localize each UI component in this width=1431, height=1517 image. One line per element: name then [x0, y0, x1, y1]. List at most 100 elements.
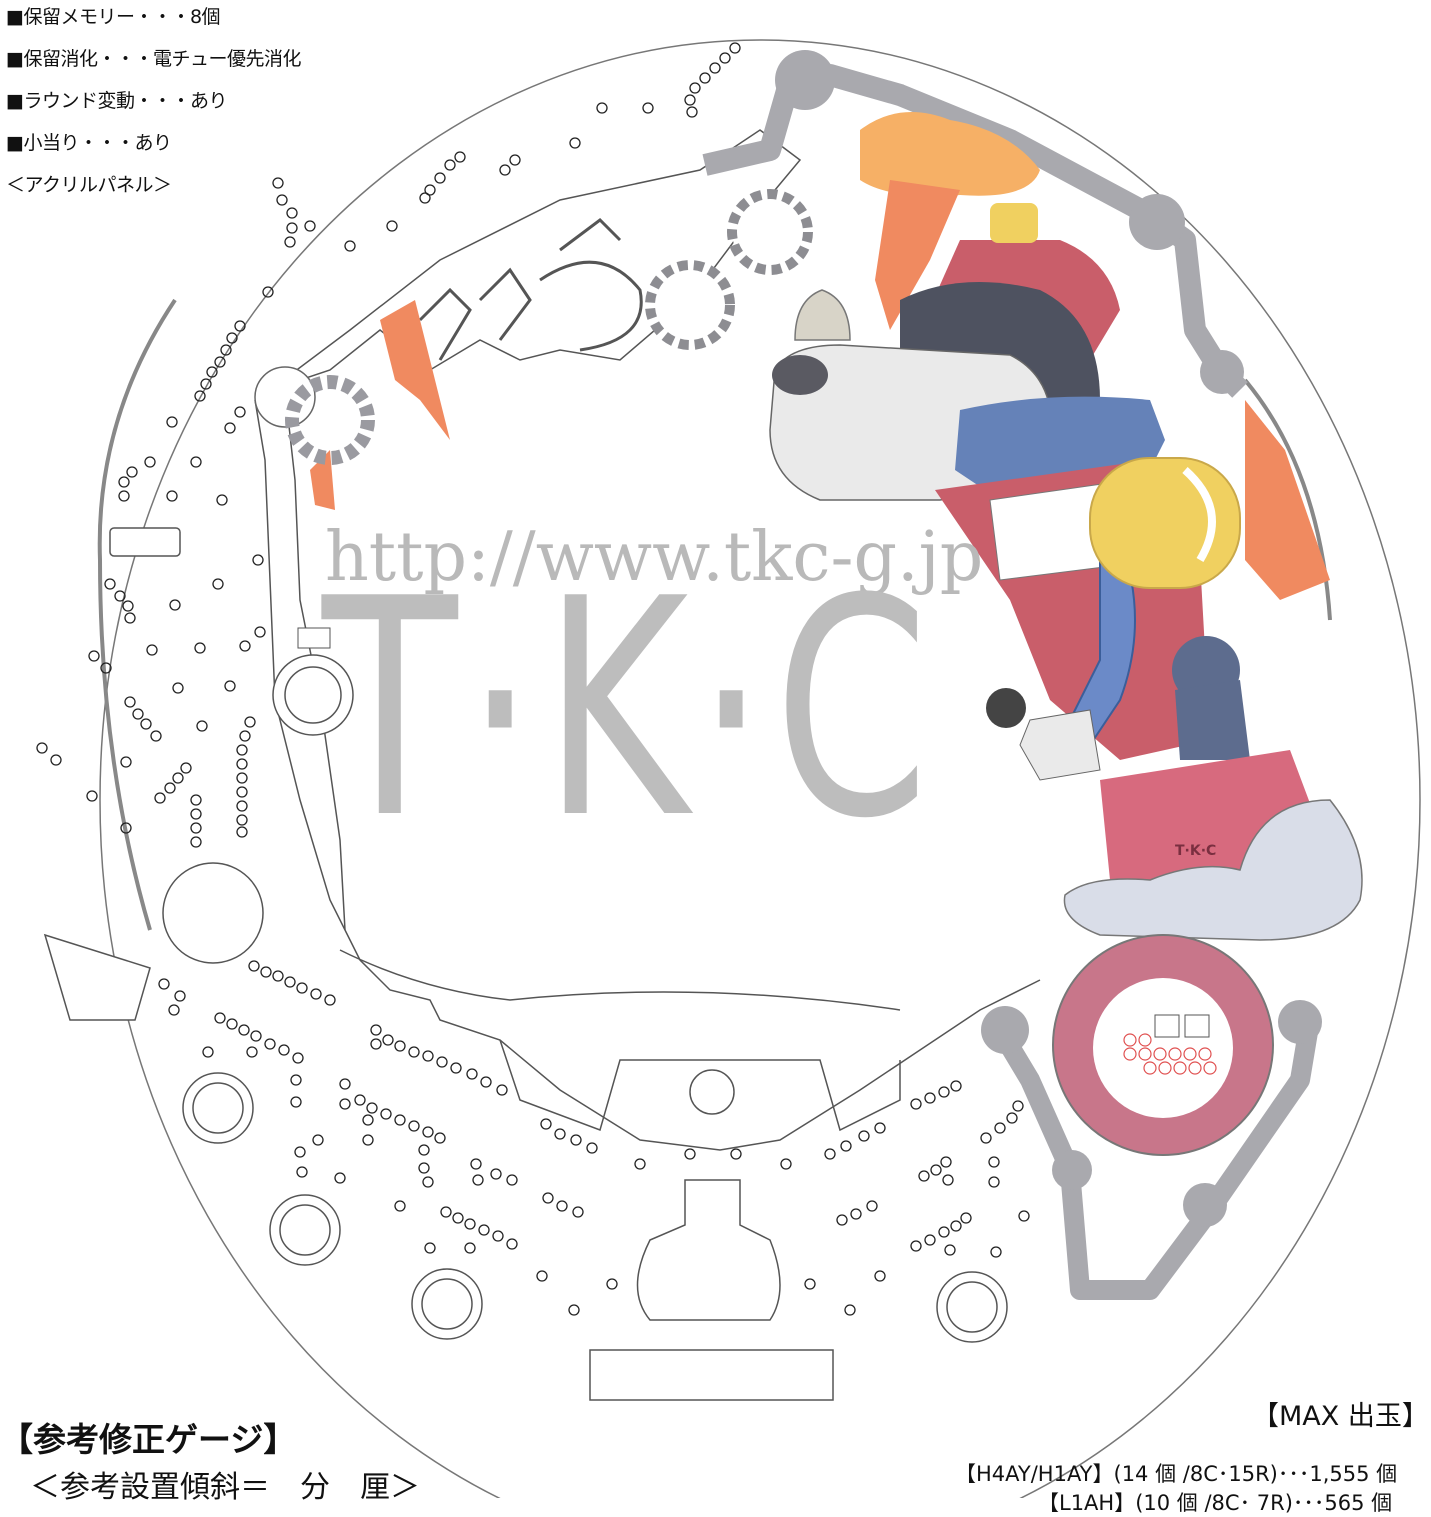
nail — [394, 1040, 406, 1052]
nail — [824, 1148, 836, 1160]
nail — [172, 772, 184, 784]
reference-tilt-note: ＜参考設置傾斜＝ 分 厘＞ — [30, 1470, 420, 1505]
nail — [950, 1220, 962, 1232]
nail — [284, 236, 296, 248]
nail — [214, 356, 226, 368]
nail — [224, 422, 236, 434]
nail — [419, 192, 431, 204]
payout-line-h4ay: 【H4AY/H1AY】(14 個 /8C･15R)･･･1,555 個 — [955, 1462, 1398, 1486]
nail — [394, 1200, 406, 1212]
center-start-pocket — [636, 1179, 781, 1321]
nail — [164, 782, 176, 794]
nail — [224, 680, 236, 692]
outer-rail-right — [1243, 378, 1332, 621]
nail — [509, 154, 521, 166]
nail — [634, 1158, 646, 1170]
nail — [104, 578, 116, 590]
logo-letters — [418, 218, 643, 361]
nail — [236, 786, 248, 798]
nail — [942, 1174, 954, 1186]
nail — [174, 990, 186, 1002]
nail — [950, 1080, 962, 1092]
nail — [434, 1132, 446, 1144]
nail — [450, 1062, 462, 1074]
nail — [220, 344, 232, 356]
nail — [366, 1102, 378, 1114]
nail — [166, 490, 178, 502]
nail — [190, 836, 202, 848]
nail — [586, 1142, 598, 1154]
nail — [284, 976, 296, 988]
nail — [286, 222, 298, 234]
nail — [418, 1162, 430, 1174]
nail — [866, 1200, 878, 1212]
nail — [166, 416, 178, 428]
nail — [596, 102, 608, 114]
payout-line-l1ah: 【L1AH】(10 個 /8C･ 7R)･･･565 個 — [1038, 1491, 1393, 1515]
nail — [470, 1158, 482, 1170]
nail — [190, 794, 202, 806]
start-pocket — [272, 627, 354, 736]
nail — [850, 1208, 862, 1220]
nail — [540, 1118, 552, 1130]
nail — [960, 1212, 972, 1224]
nail — [480, 1076, 492, 1088]
nail — [172, 682, 184, 694]
nail — [454, 151, 466, 163]
nail — [394, 1114, 406, 1126]
top-rail — [702, 64, 1248, 398]
nail — [988, 1156, 1000, 1168]
nail — [252, 554, 264, 566]
bell-icon — [794, 289, 851, 341]
outer-rail-left — [97, 298, 177, 931]
nail — [930, 1164, 942, 1176]
nail — [924, 1092, 936, 1104]
nail — [236, 772, 248, 784]
nail — [570, 1134, 582, 1146]
nail — [254, 626, 266, 638]
nail — [910, 1098, 922, 1110]
nail — [154, 792, 166, 804]
nail — [386, 220, 398, 232]
nail — [168, 1004, 180, 1016]
nail — [200, 378, 212, 390]
character-cloud — [1063, 799, 1363, 941]
nail — [236, 826, 248, 838]
nail — [436, 1056, 448, 1068]
watermark-logo: T·K·C — [322, 535, 937, 884]
nail — [408, 1046, 420, 1058]
nail — [729, 42, 741, 54]
nail — [344, 240, 356, 252]
nail — [312, 1134, 324, 1146]
bottom-channel — [499, 1039, 901, 1132]
watermark-url: http://www.tkc-g.jp — [325, 518, 984, 597]
nail — [924, 1234, 936, 1246]
max-payout-heading: 【MAX 出玉】 — [1252, 1401, 1429, 1432]
nail — [496, 1084, 508, 1096]
spec-hold-memory: ■保留メモリー・・・8個 — [6, 6, 221, 28]
nail — [248, 960, 260, 972]
nail — [572, 1206, 584, 1218]
nail — [196, 720, 208, 732]
nail — [434, 172, 446, 184]
nail — [424, 1242, 436, 1254]
nail — [158, 978, 170, 990]
gear-icon — [645, 260, 735, 350]
nail — [278, 1044, 290, 1056]
out-hole — [589, 1349, 834, 1401]
nail — [50, 754, 62, 766]
nail — [150, 730, 162, 742]
nail — [684, 94, 696, 106]
nail — [836, 1214, 848, 1226]
nail — [88, 650, 100, 662]
nail — [169, 599, 181, 611]
rail-knob — [1129, 194, 1185, 250]
nail — [556, 1200, 568, 1212]
nail — [370, 1038, 382, 1050]
nail — [780, 1158, 792, 1170]
flame-left — [380, 300, 450, 440]
nail — [689, 82, 701, 94]
nail — [226, 1018, 238, 1030]
nail — [272, 970, 284, 982]
stage-bottom — [339, 949, 901, 1011]
